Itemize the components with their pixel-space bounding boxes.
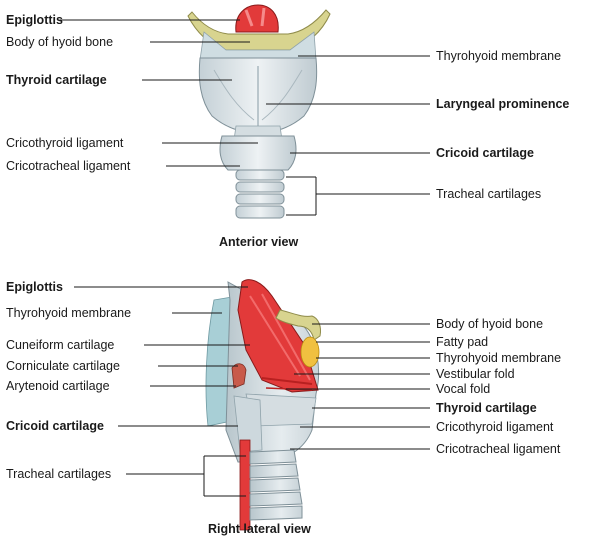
label-epiglottis: Epiglottis — [6, 13, 63, 27]
label-vestibular-fold: Vestibular fold — [436, 367, 515, 381]
label-lateral-epiglottis: Epiglottis — [6, 280, 63, 294]
label-laryngeal-prominence: Laryngeal prominence — [436, 97, 570, 111]
anterior-larynx-drawing — [187, 4, 331, 219]
label-arytenoid-cartilage: Arytenoid cartilage — [6, 379, 110, 393]
caption-right-lateral-view: Right lateral view — [208, 522, 311, 536]
label-fatty-pad: Fatty pad — [436, 335, 489, 349]
label-cricoid-cartilage: Cricoid cartilage — [436, 146, 534, 160]
label-lateral-thyrohyoid-membrane-right: Thyrohyoid membrane — [436, 351, 562, 365]
label-lateral-cricothyroid-ligament: Cricothyroid ligament — [436, 420, 554, 434]
lateral-fatty-pad-shape — [300, 336, 320, 368]
label-corniculate-cartilage: Corniculate cartilage — [6, 359, 120, 373]
label-tracheal-cartilages: Tracheal cartilages — [436, 187, 542, 201]
label-lateral-cricoid-cartilage: Cricoid cartilage — [6, 419, 104, 433]
label-cuneiform-cartilage: Cuneiform cartilage — [6, 338, 115, 352]
label-thyrohyoid-membrane: Thyrohyoid membrane — [436, 49, 562, 63]
caption-anterior-view: Anterior view — [219, 235, 299, 249]
label-lateral-thyrohyoid-membrane: Thyrohyoid membrane — [6, 306, 132, 320]
label-vocal-fold: Vocal fold — [436, 382, 491, 396]
anterior-cricoid-shape — [219, 135, 297, 171]
label-thyroid-cartilage: Thyroid cartilage — [6, 73, 107, 87]
lateral-larynx-drawing — [205, 279, 321, 531]
label-body-of-hyoid-bone: Body of hyoid bone — [6, 35, 114, 49]
label-cricothyroid-ligament: Cricothyroid ligament — [6, 136, 124, 150]
label-cricotracheal-ligament: Cricotracheal ligament — [6, 159, 131, 173]
label-lateral-tracheal-cartilages: Tracheal cartilages — [6, 467, 112, 481]
label-lateral-thyroid-cartilage: Thyroid cartilage — [436, 401, 537, 415]
anterior-epiglottis-shape — [235, 4, 279, 33]
lateral-trachea-rings — [249, 449, 303, 521]
label-lateral-body-of-hyoid-bone: Body of hyoid bone — [436, 317, 544, 331]
label-lateral-cricotracheal-ligament: Cricotracheal ligament — [436, 442, 561, 456]
anterior-trachea-rings — [235, 169, 285, 219]
leader-lines — [60, 19, 430, 497]
